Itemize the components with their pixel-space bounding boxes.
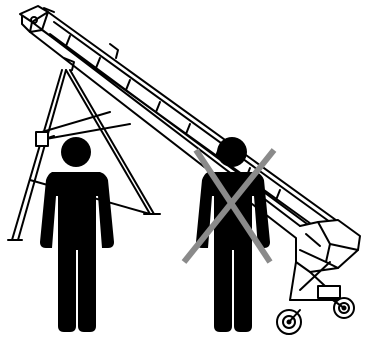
person-prohibited-body bbox=[196, 172, 270, 332]
conveyor-head bbox=[20, 6, 54, 32]
person-prohibited-head bbox=[217, 137, 247, 167]
person-safe-body bbox=[40, 172, 114, 332]
person-safe bbox=[40, 137, 114, 332]
person-safe-head bbox=[61, 137, 91, 167]
